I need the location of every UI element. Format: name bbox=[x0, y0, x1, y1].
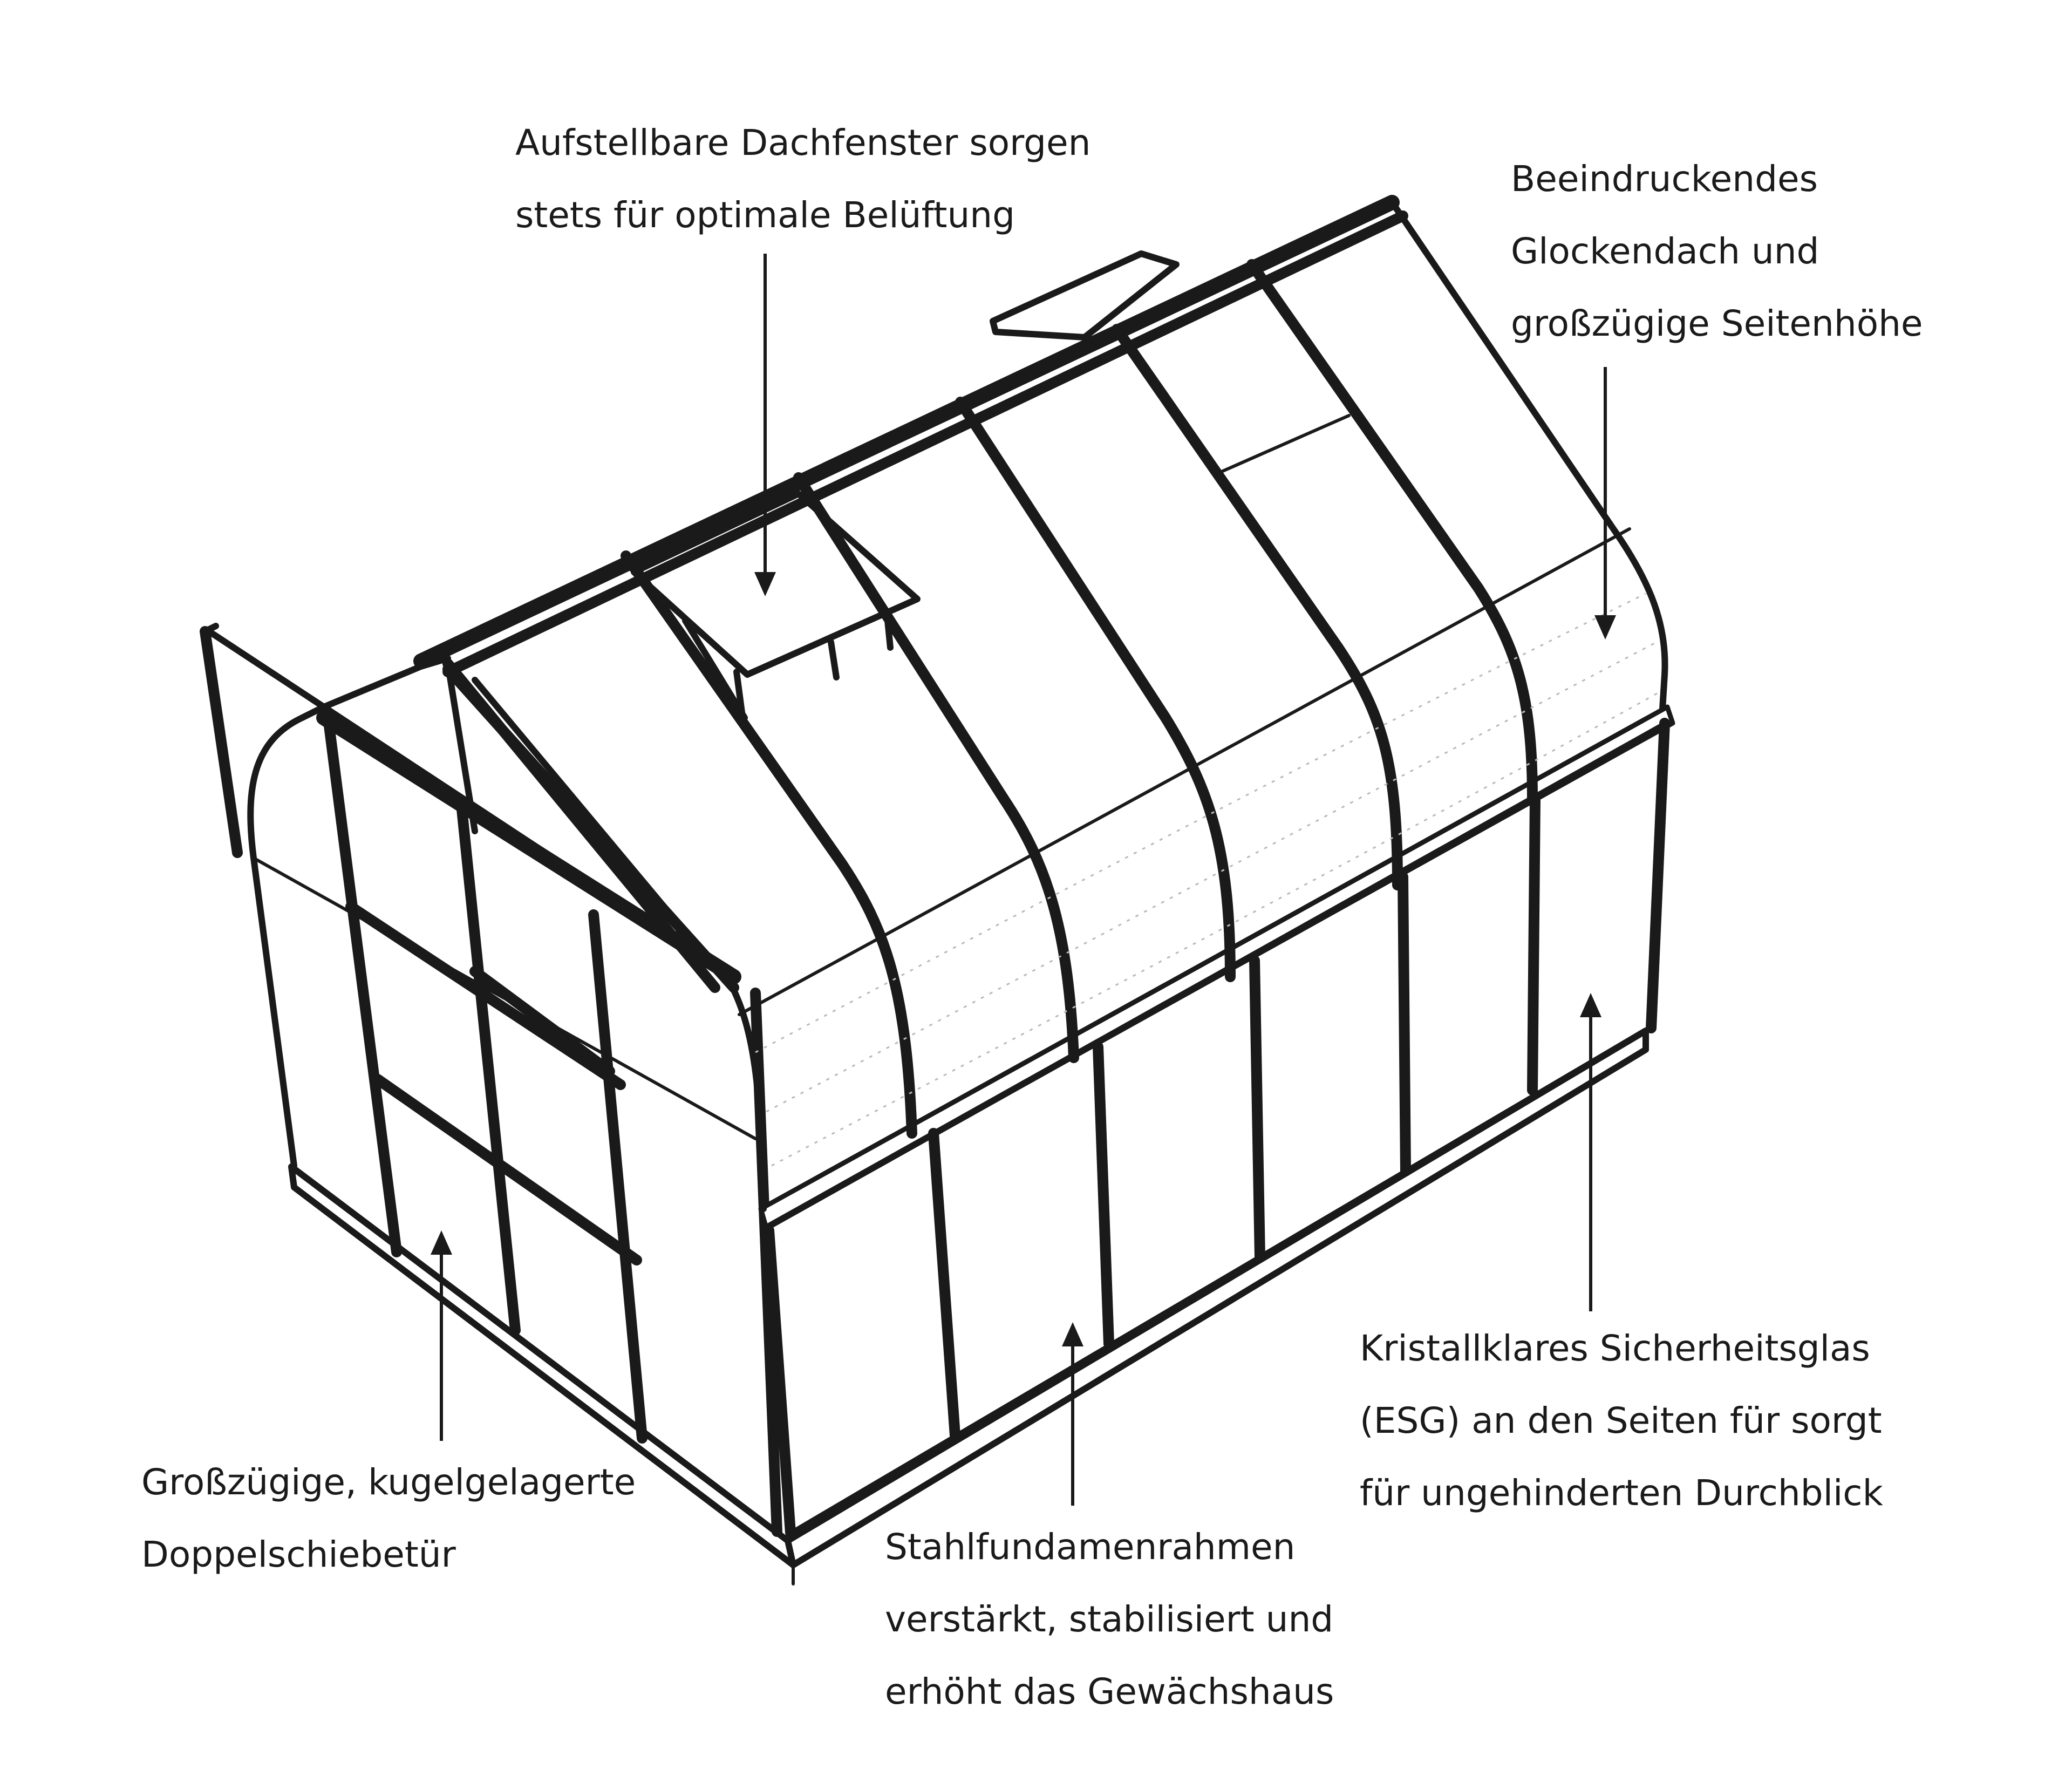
callout-fundament-line-3: erhöht das Gewächshaus bbox=[885, 1671, 1334, 1712]
callout-tuer-line-2: Doppelschiebetür bbox=[141, 1534, 456, 1575]
callout-dachfenster-line-1: Aufstellbare Dachfenster sorgen bbox=[515, 122, 1091, 164]
leader-dachfenster bbox=[754, 254, 776, 596]
callout-glockendach-line-2: Glockendach und bbox=[1511, 230, 1819, 272]
callout-glas-line-2: (ESG) an den Seiten für sorgt bbox=[1360, 1400, 1882, 1441]
roof-vent-rear bbox=[990, 250, 1180, 341]
callout-tuer: Großzügige, kugelgelagerte Doppelschiebe… bbox=[141, 1446, 636, 1591]
arrow-tuer bbox=[431, 1230, 452, 1255]
callout-glas-line-1: Kristallklares Sicherheitsglas bbox=[1360, 1328, 1870, 1369]
callout-fundament-line-2: verstärkt, stabilisiert und bbox=[885, 1598, 1334, 1640]
callout-glockendach-line-3: großzügige Seitenhöhe bbox=[1511, 303, 1923, 344]
arrow-glas bbox=[1580, 993, 1601, 1017]
roof-vent-front bbox=[631, 491, 921, 721]
leader-glockendach bbox=[1594, 367, 1616, 639]
leader-glas bbox=[1580, 993, 1601, 1311]
callout-glockendach: Beeindruckendes Glockendach und großzügi… bbox=[1511, 143, 1923, 360]
arrow-fundament bbox=[1062, 1322, 1083, 1346]
callout-dachfenster-line-2: stets für optimale Belüftung bbox=[515, 194, 1015, 236]
arrow-glockendach bbox=[1594, 615, 1616, 639]
front-gable-wall bbox=[247, 655, 782, 1537]
callout-glas-line-3: für ungehinderten Durchblick bbox=[1360, 1472, 1883, 1514]
roof-structure bbox=[413, 195, 1675, 1230]
leader-fundament bbox=[1062, 1322, 1083, 1506]
callout-fundament-line-1: Stahlfundamenrahmen bbox=[885, 1526, 1296, 1568]
callout-fundament: Stahlfundamenrahmen verstärkt, stabilisi… bbox=[885, 1511, 1334, 1728]
side-wall bbox=[763, 718, 1671, 1538]
callout-dachfenster: Aufstellbare Dachfenster sorgen stets fü… bbox=[515, 107, 1090, 251]
callout-glockendach-line-1: Beeindruckendes bbox=[1511, 158, 1818, 200]
arrow-dachfenster bbox=[754, 572, 776, 596]
callout-glas: Kristallklares Sicherheitsglas (ESG) an … bbox=[1360, 1312, 1883, 1529]
callout-tuer-line-1: Großzügige, kugelgelagerte bbox=[141, 1461, 636, 1503]
leader-tuer bbox=[431, 1230, 452, 1441]
gable-overhang bbox=[200, 623, 737, 980]
